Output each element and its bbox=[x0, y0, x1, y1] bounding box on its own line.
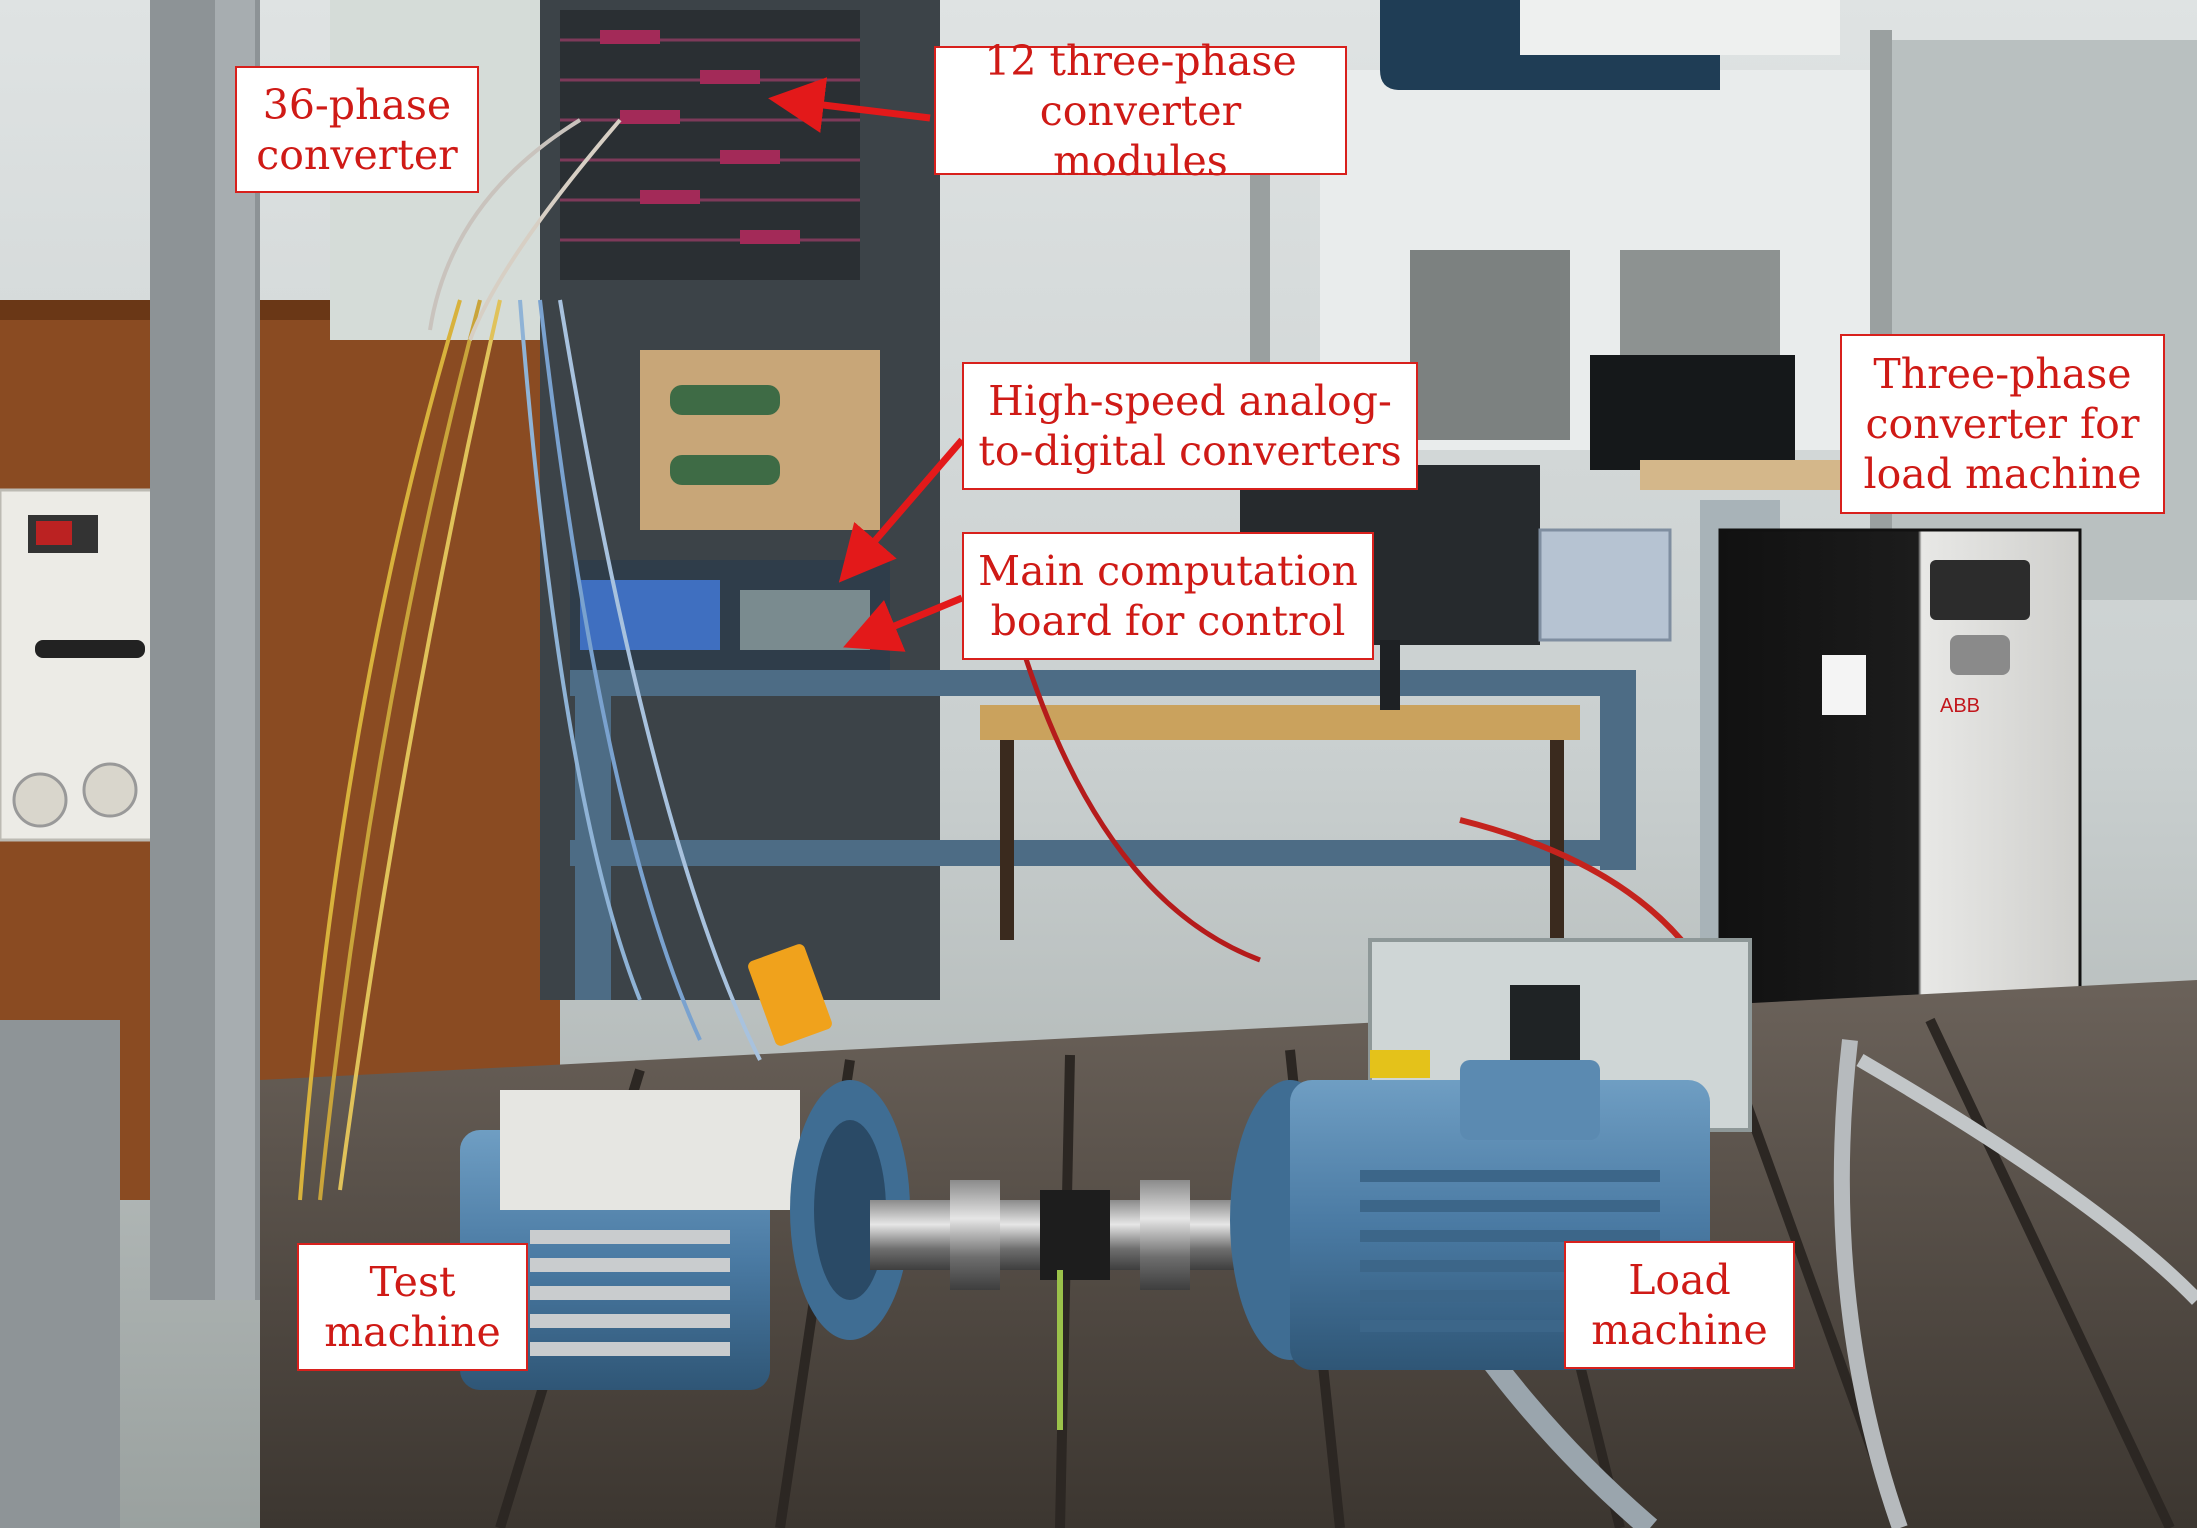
label-load-converter: Three-phase converter for load machine bbox=[1840, 334, 2165, 514]
label-adc: High-speed analog- to-digital converters bbox=[962, 362, 1418, 490]
label-converter-modules: 12 three-phase converter modules bbox=[934, 37, 1347, 185]
label-36-phase-converter: 36-phase converter bbox=[235, 66, 479, 193]
label-computation-board: Main computation board for control bbox=[962, 532, 1374, 660]
svg-text:ABB: ABB bbox=[1940, 695, 1980, 717]
label-load-machine: Load machine bbox=[1564, 1241, 1795, 1369]
label-test-machine: Test machine bbox=[297, 1243, 528, 1371]
